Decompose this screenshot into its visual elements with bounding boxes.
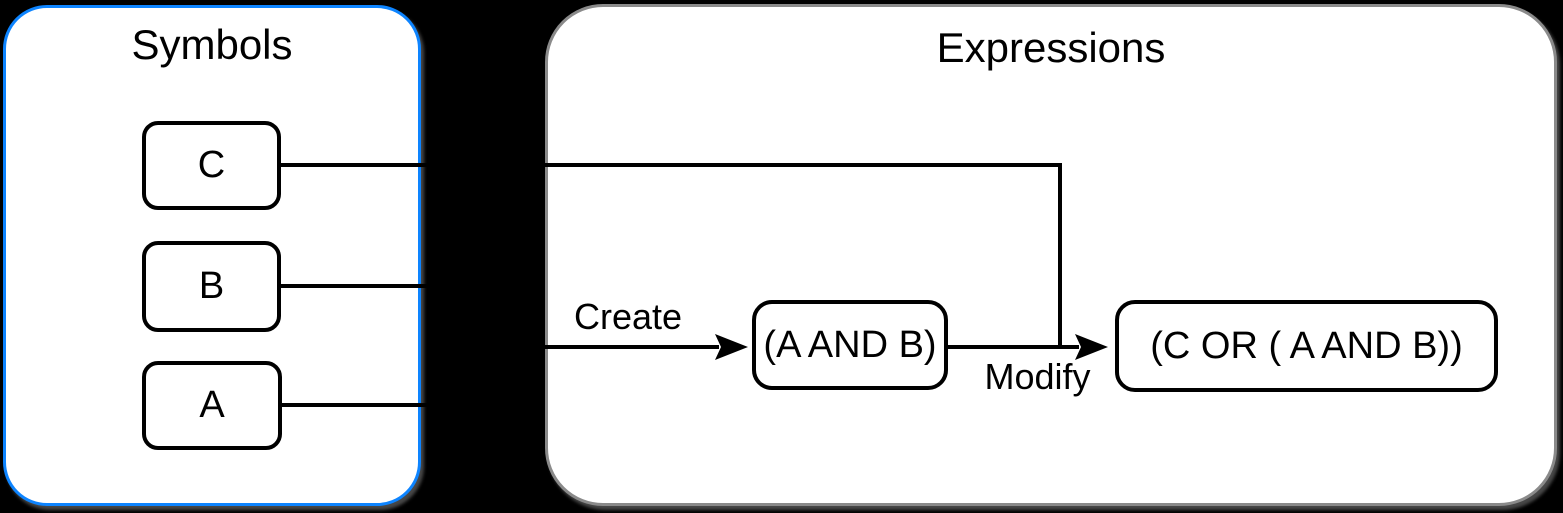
expression-node-c-or-a-and-b: (C OR ( A AND B)) bbox=[1115, 300, 1498, 392]
symbols-panel-title: Symbols bbox=[131, 21, 293, 68]
symbol-node-b: B bbox=[142, 241, 281, 332]
symbol-node-c: C bbox=[142, 121, 281, 210]
modify-edge-label: Modify bbox=[984, 356, 1091, 397]
create-edge-label: Create bbox=[573, 296, 683, 337]
expressions-panel: Expressions bbox=[545, 4, 1557, 506]
symbol-node-c-label: C bbox=[197, 144, 226, 186]
expression-node-a-and-b: (A AND B) bbox=[752, 300, 948, 390]
expression-node-c-or-a-and-b-label: (C OR ( A AND B)) bbox=[1150, 324, 1463, 367]
symbol-node-b-label: B bbox=[198, 265, 225, 307]
expression-node-a-and-b-label: (A AND B) bbox=[763, 323, 937, 366]
symbol-node-a: A bbox=[142, 361, 282, 450]
expressions-panel-title: Expressions bbox=[936, 24, 1166, 71]
symbol-node-a-label: A bbox=[199, 384, 225, 426]
